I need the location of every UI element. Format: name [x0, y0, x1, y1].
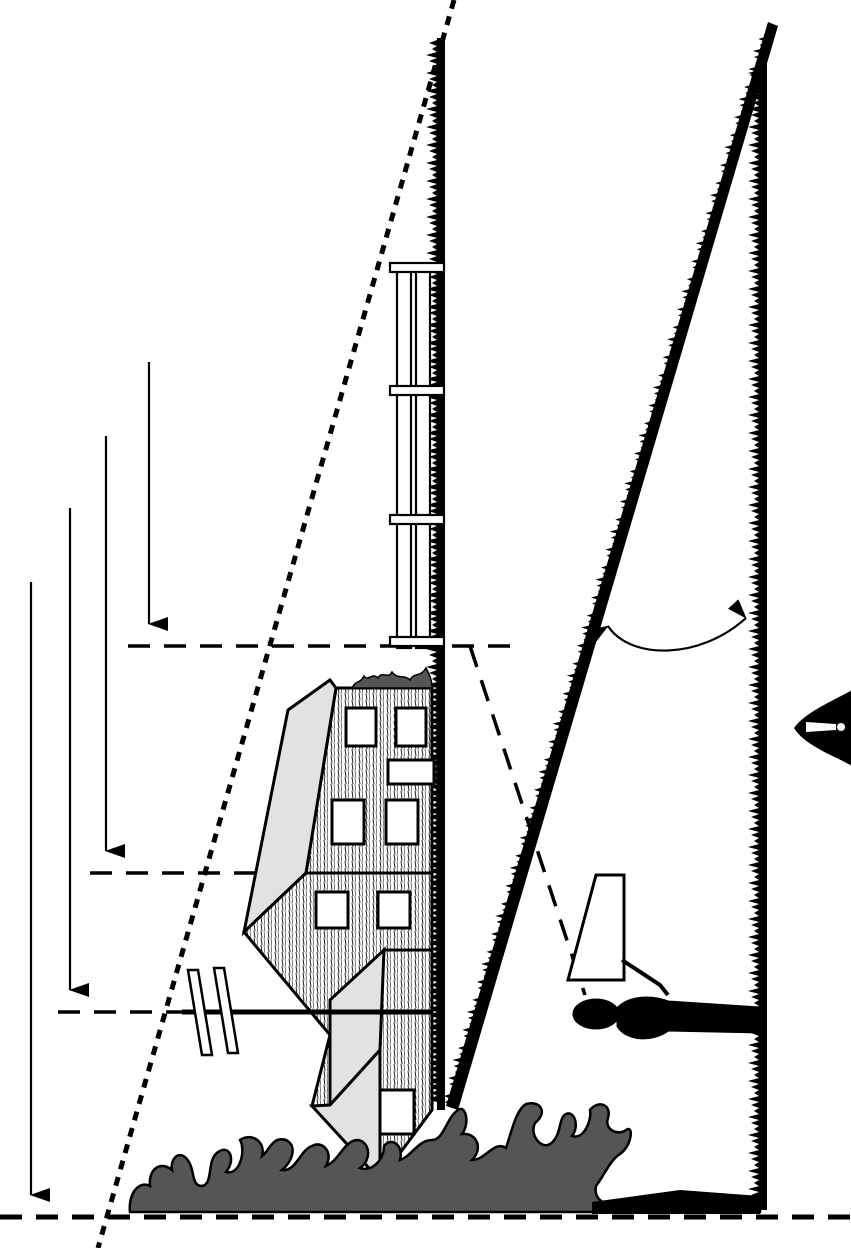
ground-rubble — [592, 1190, 760, 1214]
building — [244, 680, 434, 1180]
angle-arc — [608, 618, 746, 651]
warning-triangle-icon — [794, 690, 851, 766]
firefighter — [568, 875, 760, 1038]
right-wall — [748, 60, 767, 1210]
heat-shield — [568, 875, 624, 980]
height-arrows — [31, 362, 149, 1195]
roof-flames — [352, 668, 432, 688]
